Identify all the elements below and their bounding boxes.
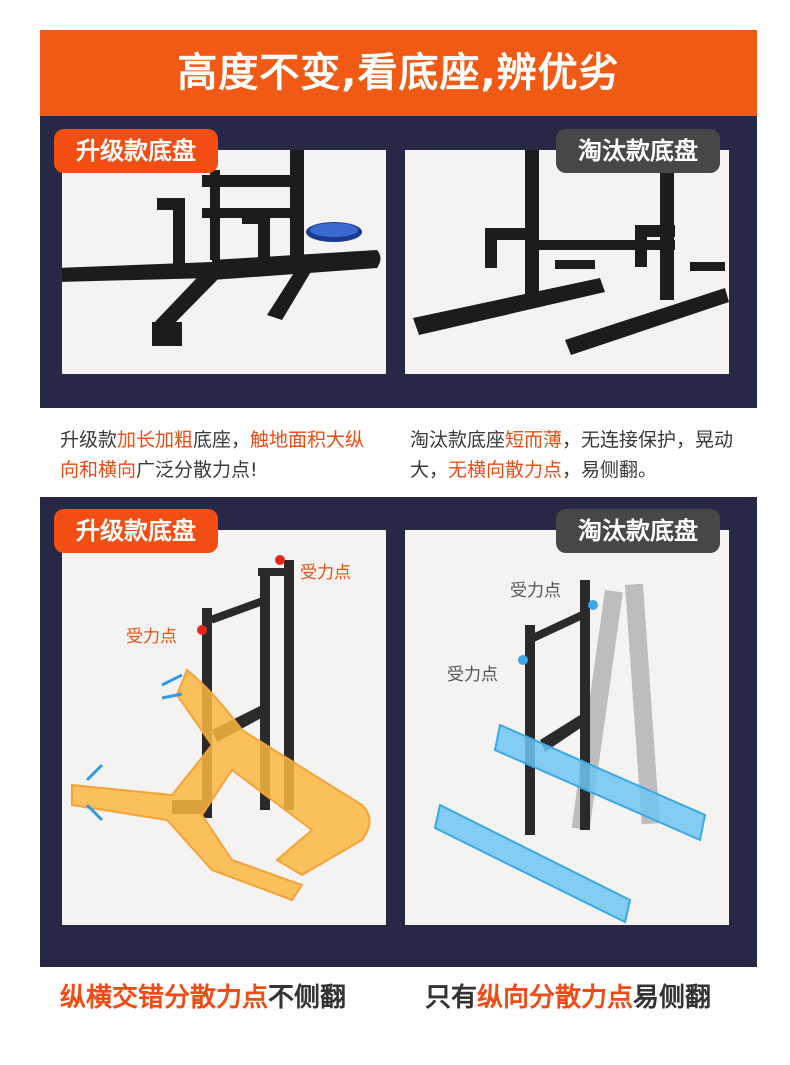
old-base-illustration [405, 150, 729, 374]
caption-text: 只有 [425, 983, 478, 1013]
upgraded-base-tag: 升级款底盘 [54, 509, 218, 553]
force-point-label: 受力点 [447, 665, 498, 685]
caption-highlight: 纵横交错分散力点 [60, 983, 269, 1013]
desc-highlight: 加长加粗 [117, 429, 194, 451]
upgraded-force-diagram: 受力点 受力点 [62, 530, 386, 925]
upgraded-base-description: 升级款加长加粗底座，触地面积大纵向和横向广泛分散力点! [60, 425, 380, 485]
old-caption: 只有纵向分散力点易侧翻 [425, 978, 711, 1018]
force-point-label: 受力点 [126, 627, 177, 647]
upgraded-caption: 纵横交错分散力点不侧翻 [60, 978, 346, 1018]
upgraded-force-illustration: 受力点 受力点 [62, 530, 386, 925]
force-point-label: 受力点 [510, 581, 561, 601]
desc-highlight: 无横向散力点 [448, 459, 563, 481]
base-photo-panel: 升级款底盘 淘汰款底盘 [40, 116, 757, 408]
upgraded-base-tag: 升级款底盘 [54, 129, 218, 173]
desc-text: 淘汰款底座 [410, 429, 506, 451]
old-force-illustration: 受力点 受力点 [405, 530, 729, 925]
desc-highlight: 触地面积大纵向和横向 [60, 429, 365, 481]
desc-text: 底座， [193, 429, 251, 451]
old-base-tag: 淘汰款底盘 [556, 129, 720, 173]
caption-text: 不侧翻 [268, 983, 347, 1013]
upgraded-base-illustration [62, 150, 386, 374]
caption-highlight: 纵向分散力点 [477, 983, 634, 1013]
force-point-label: 受力点 [300, 563, 351, 583]
desc-text: 升级款 [60, 429, 118, 451]
upgraded-base-photo [62, 150, 386, 374]
old-base-tag: 淘汰款底盘 [556, 509, 720, 553]
banner-title: 高度不变,看底座,辨优劣 [40, 30, 757, 116]
desc-text: 广泛分散力点! [136, 459, 258, 481]
desc-text: ，无连接保护，晃动大， [410, 429, 734, 481]
old-force-diagram: 受力点 受力点 [405, 530, 729, 925]
old-base-description: 淘汰款底座短而薄，无连接保护，晃动大，无横向散力点，易侧翻。 [410, 425, 740, 485]
force-diagram-panel: 升级款底盘 淘汰款底盘 受力点 受力点 [40, 497, 757, 967]
caption-text: 易侧翻 [633, 983, 712, 1013]
desc-highlight: 短而薄 [505, 429, 563, 451]
old-base-photo [405, 150, 729, 374]
desc-text: ，易侧翻。 [562, 459, 658, 481]
